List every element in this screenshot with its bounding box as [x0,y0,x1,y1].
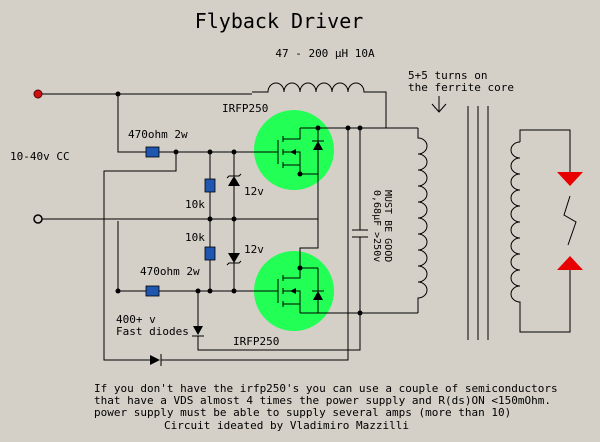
diagram-title: Flyback Driver [195,9,364,33]
diodes-label-line2: Fast diodes [116,325,189,338]
zener-bottom-label: 12v [244,243,264,256]
primary-winding [417,128,428,313]
capacitor [352,128,368,313]
mosfet-bottom-label: IRFP250 [233,335,279,348]
fast-diode-1 [150,354,162,366]
capacitor-label-line2: MUST BE GOOD [382,190,393,262]
resistor-470-bottom [145,285,160,297]
zener-bottom [226,219,242,291]
inductor [252,82,387,128]
note-line-3: power supply must be able to supply seve… [94,406,511,419]
resistor-10k-top-label: 10k [185,198,205,211]
note-line-2: that have a VDS almost 4 times the power… [94,394,551,407]
author-credit: Circuit ideated by Vladimiro Mazzilli [164,419,409,432]
secondary-winding [510,141,521,320]
resistor-10k-top [204,178,216,193]
spark-gap [557,172,583,270]
negative-terminal [33,214,43,224]
inductor-label: 47 - 200 µH 10A [275,47,375,60]
mosfet-top-label: IRFP250 [222,102,268,115]
ferrite-core [467,106,489,340]
mosfet-bottom-symbol [254,267,324,314]
resistor-top-label: 470ohm 2w [128,128,188,141]
resistor-470-top [145,146,160,158]
zener-top-label: 12v [244,185,264,198]
resistor-10k-bottom-label: 10k [185,231,205,244]
fast-diode-2 [192,291,204,337]
diodes-label-line1: 400+ v [116,313,156,326]
note-line-1: If you don't have the irfp250's you can … [94,382,558,395]
zener-top [226,152,242,219]
resistor-10k-bottom [204,246,216,261]
supply-voltage-label: 10-40v CC [10,150,70,163]
capacitor-label-line1: 0,68µF >250v [371,190,382,262]
positive-terminal [33,89,43,99]
turns-label-line2: the ferrite core [408,81,514,94]
resistor-bottom-label: 470ohm 2w [140,265,200,278]
turns-label-line1: 5+5 turns on [408,69,487,82]
